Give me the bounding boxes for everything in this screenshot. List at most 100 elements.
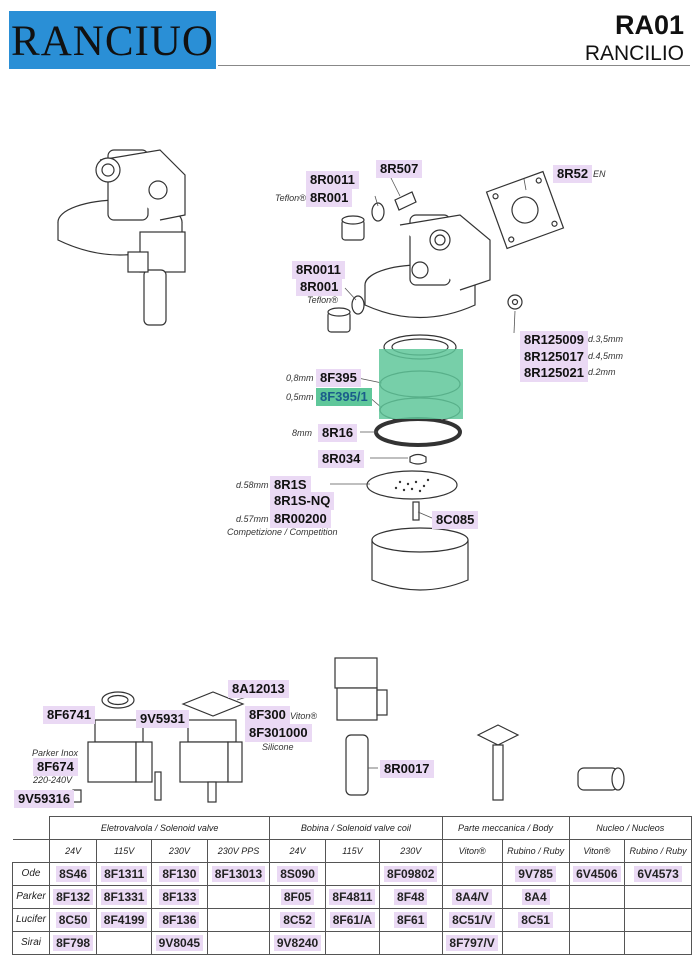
part-cell[interactable]: 8F13013 <box>211 865 266 882</box>
part-cell[interactable]: 8F798 <box>53 934 94 951</box>
group-header: Bobina / Solenoid valve coil <box>269 816 443 840</box>
table-row: Sirai 8F798 9V8045 9V8240 8F797/V <box>12 930 692 955</box>
part-8r52[interactable]: 8R52 <box>553 165 593 183</box>
coil-drawing <box>334 657 388 796</box>
part-8f301000[interactable]: 8F301000 <box>245 724 312 742</box>
part-cell[interactable]: 9V785 <box>515 865 556 882</box>
table-corner <box>12 816 50 840</box>
note-08mm: 0,8mm <box>286 373 314 383</box>
part-cell[interactable]: 8F48 <box>394 888 428 905</box>
table-group-row: Eletrovalvola / Solenoid valve Bobina / … <box>12 816 692 840</box>
part-9v5931[interactable]: 9V5931 <box>136 710 189 728</box>
group-header: Parte meccanica / Body <box>441 816 570 840</box>
part-8r001-b[interactable]: 8R001 <box>296 278 343 296</box>
subheader-cell: 230V PPS <box>206 838 271 863</box>
part-9v59316[interactable]: 9V59316 <box>14 790 75 808</box>
part-cell[interactable]: 8C51/V <box>449 911 496 928</box>
part-8r507[interactable]: 8R507 <box>376 160 423 178</box>
note-d2: d.2mm <box>588 367 616 377</box>
part-cell[interactable]: 8F130 <box>159 865 200 882</box>
part-8c085[interactable]: 8C085 <box>432 511 479 529</box>
header-rule <box>218 65 690 66</box>
row-brand: Parker <box>12 884 50 909</box>
empty-cell <box>624 930 692 955</box>
part-8r0011-b[interactable]: 8R0011 <box>292 261 345 279</box>
subheader-cell: 230V <box>378 838 443 863</box>
note-05mm: 0,5mm <box>286 392 314 402</box>
part-8r0011-a[interactable]: 8R0011 <box>306 171 359 189</box>
part-cell[interactable]: 8F797/V <box>446 934 498 951</box>
part-cell[interactable]: 8F61/A <box>329 911 376 928</box>
row-brand: Sirai <box>12 930 50 955</box>
model-code: RA01 <box>614 10 684 40</box>
part-cell[interactable]: 8F132 <box>53 888 94 905</box>
subheader-cell: 24V <box>269 838 326 863</box>
part-8f674[interactable]: 8F674 <box>33 758 78 776</box>
part-8r1s-nq[interactable]: 8R1S-NQ <box>270 492 335 510</box>
group-assembly-overview-drawing <box>57 149 186 326</box>
part-cell[interactable]: 8C52 <box>280 911 315 928</box>
part-8r125009[interactable]: 8R125009 <box>520 331 588 349</box>
part-cell[interactable]: 8F4811 <box>329 888 376 905</box>
empty-cell <box>378 930 443 955</box>
part-8f395-1[interactable]: 8F395/1 <box>316 388 372 406</box>
solenoid-valve-drawing-b <box>179 691 245 803</box>
part-cell[interactable]: 8F133 <box>159 888 200 905</box>
group-header: Eletrovalvola / Solenoid valve <box>48 816 271 840</box>
part-cell[interactable]: 9V8240 <box>273 934 322 951</box>
core-drawing <box>577 767 625 791</box>
part-8r125021[interactable]: 8R125021 <box>520 364 588 382</box>
empty-cell <box>206 884 271 909</box>
part-8f395[interactable]: 8F395 <box>316 369 361 387</box>
part-8r034[interactable]: 8R034 <box>318 450 365 468</box>
part-8a12013[interactable]: 8A12013 <box>228 680 289 698</box>
subheader-cell: 115V <box>96 838 153 863</box>
part-8r125017[interactable]: 8R125017 <box>520 348 588 366</box>
part-cell[interactable]: 8S090 <box>277 865 318 882</box>
note-parker-inox: Parker Inox <box>32 748 79 758</box>
part-cell[interactable]: 8F136 <box>159 911 200 928</box>
table-row: Parker 8F132 8F1331 8F133 8F05 8F4811 8F… <box>12 884 692 909</box>
part-cell[interactable]: 6V4573 <box>634 865 682 882</box>
part-cell[interactable]: 8F1331 <box>100 888 148 905</box>
part-cell[interactable]: 9V8045 <box>155 934 204 951</box>
part-8r1s[interactable]: 8R1S <box>270 476 311 494</box>
part-8r0017[interactable]: 8R0017 <box>380 760 434 778</box>
note-competizione: Competizione / Competition <box>227 527 338 537</box>
part-8r001-a[interactable]: 8R001 <box>306 189 353 207</box>
part-8r16[interactable]: 8R16 <box>318 424 358 442</box>
table-row: Lucifer 8C50 8F4199 8F136 8C52 8F61/A 8F… <box>12 907 692 932</box>
subheader-cell: 230V <box>151 838 208 863</box>
highlight-region <box>379 349 463 419</box>
part-cell[interactable]: 8F05 <box>280 888 315 905</box>
part-cell[interactable]: 8F61 <box>394 911 428 928</box>
empty-cell <box>501 930 570 955</box>
row-brand: Lucifer <box>12 907 50 932</box>
part-cell[interactable]: 8F1311 <box>101 865 148 882</box>
part-cell[interactable]: 8C50 <box>55 911 91 928</box>
part-cell[interactable]: 8A4/V <box>452 888 492 905</box>
empty-cell <box>96 930 153 955</box>
part-cell[interactable]: 8C51 <box>518 911 553 928</box>
group-header: Nucleo / Nucleos <box>568 816 692 840</box>
part-cell[interactable]: 6V4506 <box>573 865 621 882</box>
note-220v: 220-240V <box>33 775 73 785</box>
empty-cell <box>206 930 271 955</box>
group-body-drawing <box>364 214 491 318</box>
note-teflon-a: Teflon® <box>275 193 306 203</box>
part-8r00200[interactable]: 8R00200 <box>270 510 331 528</box>
part-cell[interactable]: 8F09802 <box>384 865 438 882</box>
empty-cell <box>441 861 503 886</box>
part-cell[interactable]: 8S46 <box>56 865 91 882</box>
empty-cell <box>624 884 692 909</box>
part-cell[interactable]: 8F4199 <box>100 911 148 928</box>
solenoid-valve-drawing-a <box>72 691 162 803</box>
table-corner <box>12 839 50 863</box>
subheader-cell: Viton® <box>568 838 626 863</box>
part-8f6741[interactable]: 8F6741 <box>43 706 96 724</box>
part-cell[interactable]: 8A4 <box>521 888 550 905</box>
note-d57: d.57mm <box>236 514 269 524</box>
subheader-cell: Rubino / Ruby <box>624 838 692 863</box>
part-8f300[interactable]: 8F300 <box>245 706 290 724</box>
